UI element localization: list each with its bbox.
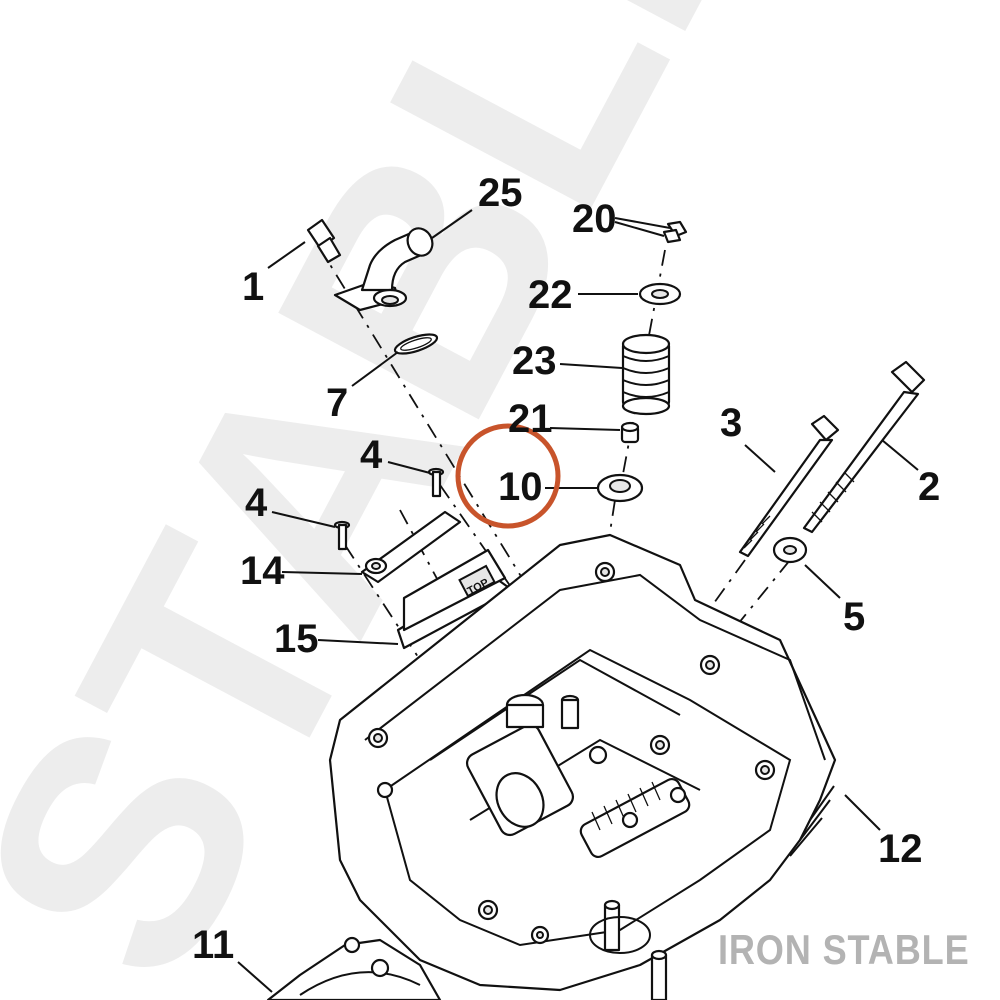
callout-1: 1	[242, 265, 264, 309]
callout-14: 14	[240, 549, 285, 593]
callout-12: 12	[878, 827, 923, 871]
callout-11: 11	[192, 923, 234, 967]
callout-15: 15	[274, 617, 319, 661]
head-bolt-2	[802, 360, 926, 534]
highlight-circle	[455, 423, 561, 529]
screw-4-lower	[333, 520, 351, 551]
o-ring-7	[393, 333, 439, 355]
valve-spring-23	[621, 333, 671, 416]
callout-23: 23	[512, 339, 557, 383]
callout-7: 7	[326, 381, 348, 425]
head-gasket-11	[266, 936, 442, 1000]
spring-seat-10	[596, 473, 644, 503]
bolt-1	[306, 218, 342, 264]
callout-2: 2	[918, 465, 940, 509]
brand-watermark: IRON STABLE	[718, 926, 970, 973]
callout-20: 20	[572, 197, 617, 241]
washer-5	[772, 536, 808, 564]
leader-lines	[237, 209, 919, 993]
valve-cover-15: TOP	[396, 548, 514, 650]
cover-gasket-14	[360, 510, 462, 584]
callout-10: 10	[498, 465, 543, 509]
callout-3: 3	[720, 401, 742, 445]
cylinder-head-12	[328, 533, 837, 1000]
callout-25: 25	[478, 171, 523, 215]
callout-4-lower: 4	[245, 481, 268, 525]
valve-seal-21	[620, 421, 640, 444]
elbow-fitting-25	[333, 227, 434, 312]
callout-21: 21	[508, 397, 553, 441]
callout-labels: 1 2 3 4 4 5 7 10 11 12 14 15 20 21 22 23…	[192, 171, 940, 967]
callout-5: 5	[843, 595, 865, 639]
callout-4-upper: 4	[360, 433, 383, 477]
callout-22: 22	[528, 273, 573, 317]
spring-retainer-22	[638, 282, 682, 306]
head-bolt-3	[738, 414, 840, 558]
valve-keepers-20	[662, 220, 688, 244]
